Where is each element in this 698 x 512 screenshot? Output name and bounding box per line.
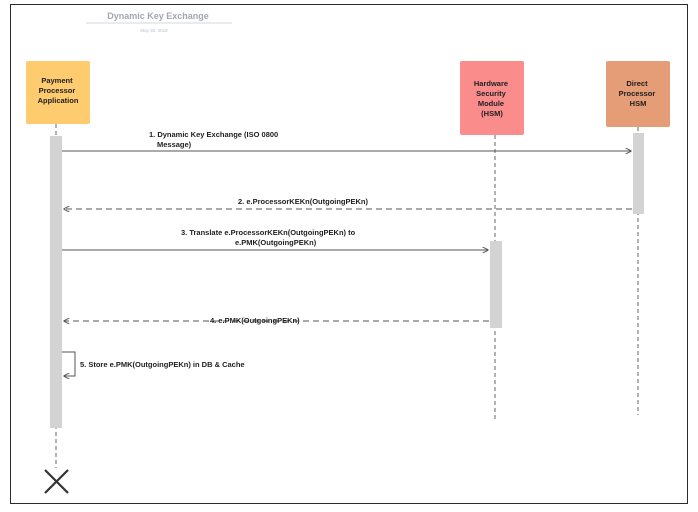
actor-payment-label: Payment Processor Application: [38, 76, 79, 105]
actor-payment-processor[interactable]: Payment Processor Application: [26, 61, 90, 124]
activation-direct: [633, 133, 644, 214]
message-1[interactable]: 1. Dynamic Key Exchange (ISO 0800 Messag…: [62, 130, 631, 151]
actor-direct-label: Direct Processor HSM: [619, 79, 658, 108]
message-5-arrow: [62, 351, 76, 376]
message-2[interactable]: 2. e.ProcessorKEKn(OutgoingPEKn): [64, 197, 632, 209]
message-3-label: 3. Translate e.ProcessorKEKn(OutgoingPEK…: [181, 228, 357, 247]
activation-payment: [50, 136, 62, 428]
message-4-label: 4. e.PMK(OutgoingPEKn): [210, 316, 300, 325]
message-1-label: 1. Dynamic Key Exchange (ISO 0800 Messag…: [149, 130, 280, 149]
diagram-title: Dynamic Key Exchange: [107, 11, 209, 21]
message-3[interactable]: 3. Translate e.ProcessorKEKn(OutgoingPEK…: [62, 228, 488, 250]
actor-direct-processor-hsm[interactable]: Direct Processor HSM: [606, 61, 670, 127]
actor-hsm-label: Hardware Security Module (HSM): [474, 79, 510, 118]
message-4[interactable]: 4. e.PMK(OutgoingPEKn): [64, 316, 489, 325]
message-5-label: 5. Store e.PMK(OutgoingPEKn) in DB & Cac…: [80, 360, 245, 369]
message-5[interactable]: 5. Store e.PMK(OutgoingPEKn) in DB & Cac…: [62, 351, 245, 376]
activation-hsm: [490, 241, 502, 328]
diagram-subtitle: May 30, 2019: [140, 28, 168, 33]
destroy-marker-icon: [44, 469, 69, 494]
actor-hardware-security-module[interactable]: Hardware Security Module (HSM): [460, 61, 524, 135]
diagram-frame: [10, 4, 688, 504]
message-2-label: 2. e.ProcessorKEKn(OutgoingPEKn): [238, 197, 369, 206]
